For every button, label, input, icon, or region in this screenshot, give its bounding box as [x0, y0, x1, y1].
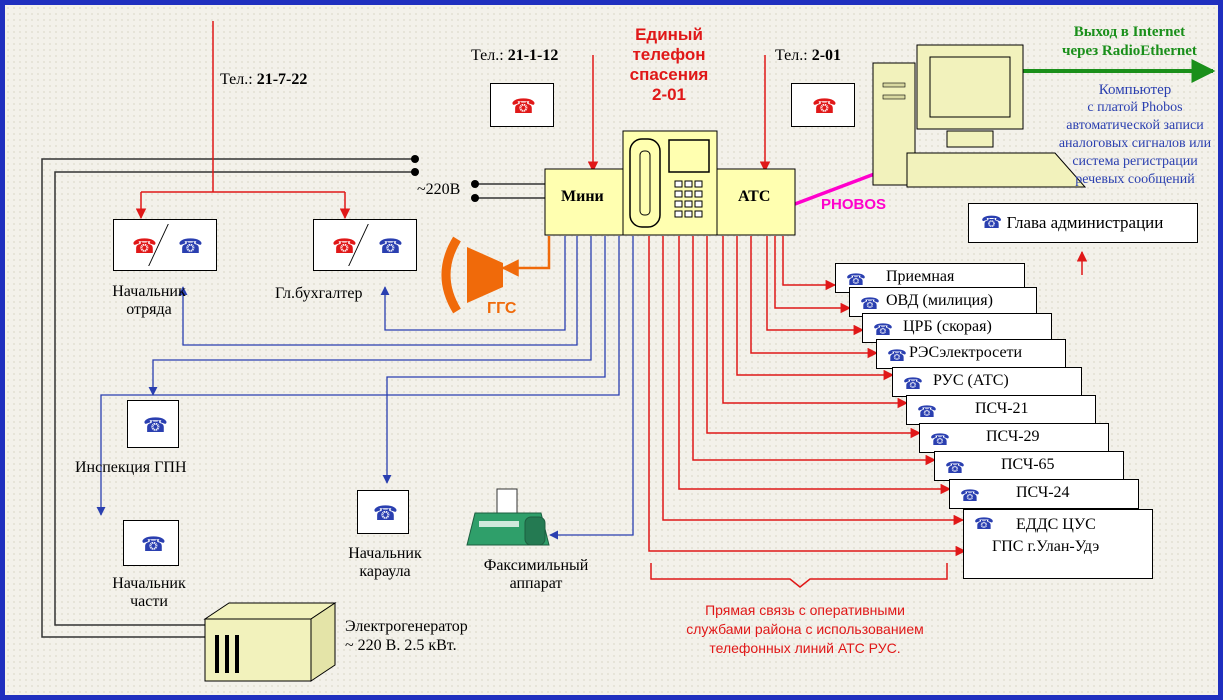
keypad-icon — [674, 180, 703, 218]
power-label: ~220В — [417, 181, 461, 198]
service-psch-29: ☎ПСЧ-29 — [919, 423, 1109, 453]
loudspeaker-icon — [441, 236, 503, 314]
telephone-icon: ☎ — [930, 432, 950, 449]
telephone-icon: ☎ — [917, 404, 937, 421]
phone-guard-chief: ☎ — [357, 490, 409, 534]
loudspeaker-label: ГГС — [487, 300, 517, 317]
telephone-icon: ☎ — [178, 236, 203, 258]
computer-caption: Компьютер с платой Phobos автоматической… — [1058, 82, 1212, 187]
wiring-layer — [41, 21, 1216, 682]
power-terminals — [411, 155, 479, 202]
phone-detachment-chief: ☎ ☎ — [113, 219, 217, 271]
telephone-icon: ☎ — [332, 236, 357, 258]
phobos-label: PHOBOS — [821, 196, 887, 213]
generator-icon — [203, 602, 337, 682]
telephone-icon: ☎ — [903, 376, 923, 393]
telephone-icon: ☎ — [141, 534, 166, 556]
service-power-grid: ☎РЭСэлектросети — [876, 339, 1066, 369]
service-hospital: ☎ЦРБ (скорая) — [862, 313, 1052, 343]
handset-icon — [629, 138, 661, 228]
speaker-line — [501, 236, 551, 277]
phobos-link — [794, 171, 878, 206]
telephone-icon: ☎ — [873, 322, 893, 339]
phone-label-left: Тел.: 21-7-22 — [220, 71, 308, 88]
generator-label: Электрогенератор~ 220 В. 2.5 кВт. — [345, 618, 468, 654]
inspection-label: Инспекция ГПН — [75, 459, 187, 476]
telephone-icon: ☎ — [945, 460, 965, 477]
telephone-icon: ☎ — [373, 503, 398, 525]
pbx-display — [668, 139, 710, 173]
phone-2-01: ☎ — [791, 83, 855, 127]
telephone-icon: ☎ — [981, 213, 1003, 232]
phone-inspection: ☎ — [127, 400, 179, 448]
phone-unit-chief: ☎ — [123, 520, 179, 566]
telephone-icon: ☎ — [846, 272, 866, 289]
telephone-icon: ☎ — [132, 236, 157, 258]
red-lines — [135, 21, 1088, 588]
telephone-icon: ☎ — [960, 488, 980, 505]
service-rus-ats: ☎РУС (АТС) — [892, 367, 1082, 397]
pbx-label-left: Мини — [561, 188, 604, 205]
phone-21-1-12: ☎ — [490, 83, 554, 127]
telephone-icon: ☎ — [143, 415, 168, 437]
service-edds-cus: ☎ ЕДДС ЦУС ГПС г.Улан-Удэ — [963, 509, 1153, 579]
phone-chief-accountant: ☎ ☎ — [313, 219, 417, 271]
computer-icon — [872, 44, 1087, 188]
phone-label-right: Тел.: 2-01 — [775, 47, 842, 64]
telephone-icon: ☎ — [974, 516, 994, 533]
pbx-label-right: АТС — [738, 188, 771, 205]
service-psch-21: ☎ПСЧ-21 — [906, 395, 1096, 425]
service-psch-24: ☎ПСЧ-24 — [949, 479, 1139, 509]
chief-accountant-label: Гл.бухгалтер — [275, 285, 363, 302]
telephone-icon: ☎ — [860, 296, 880, 313]
fax-icon — [466, 488, 550, 546]
blue-lines — [96, 236, 634, 540]
telephone-icon: ☎ — [887, 348, 907, 365]
service-police: ☎ОВД (милиция) — [849, 287, 1037, 317]
mini-ats-pbx — [544, 130, 796, 236]
service-psch-65: ☎ПСЧ-65 — [934, 451, 1124, 481]
head-of-administration: ☎ Глава администрации — [968, 203, 1198, 243]
power-wiring — [41, 158, 545, 638]
phone-label-middle: Тел.: 21-1-12 — [471, 47, 559, 64]
telephone-icon: ☎ — [812, 96, 837, 118]
telephone-icon: ☎ — [378, 236, 403, 258]
telephone-icon: ☎ — [511, 96, 536, 118]
